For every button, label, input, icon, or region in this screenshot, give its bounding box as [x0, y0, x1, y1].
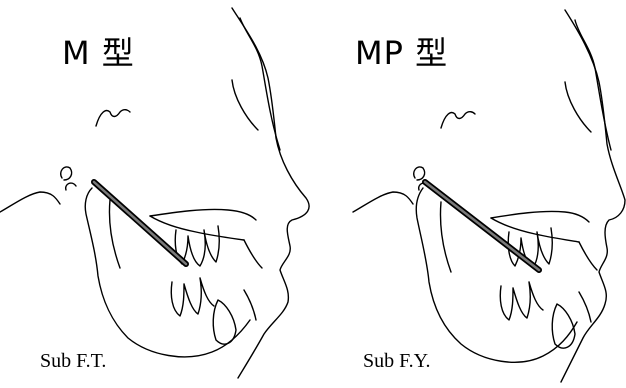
- cranial-base: [353, 192, 413, 212]
- subject-caption: Sub F.T.: [40, 350, 106, 373]
- panel-m-type: M 型 Sub F.T.: [0, 0, 313, 388]
- frontal-contour: [232, 80, 258, 130]
- palatal-plane: [150, 209, 256, 220]
- frontal-contour: [565, 82, 591, 132]
- porion: [66, 183, 76, 190]
- maxilla: [491, 218, 579, 242]
- soft-tissue-profile: [232, 8, 309, 378]
- lower-molars: [171, 278, 214, 316]
- incisors: [244, 240, 262, 320]
- ear-rod: [61, 167, 72, 180]
- sella-turcica: [441, 112, 475, 128]
- symphysis: [213, 300, 236, 344]
- incisors: [579, 242, 597, 322]
- symphysis: [552, 304, 575, 348]
- cranial-base: [0, 192, 60, 212]
- ramus-inner: [109, 200, 120, 268]
- maxilla: [150, 216, 244, 240]
- soft-tissue-profile: [561, 10, 625, 382]
- tracing-m-type: [0, 0, 313, 388]
- subject-caption: Sub F.Y.: [363, 350, 431, 373]
- lower-molars: [500, 282, 543, 320]
- sella-turcica: [96, 110, 130, 126]
- orbit-contour: [240, 18, 280, 150]
- ramus-inner: [440, 202, 451, 272]
- type-label: MP 型: [355, 28, 448, 74]
- panel-mp-type: MP 型 Sub F.Y.: [313, 0, 626, 388]
- palatal-plane: [491, 211, 589, 222]
- ear-rod: [414, 167, 425, 180]
- type-label: M 型: [62, 28, 135, 74]
